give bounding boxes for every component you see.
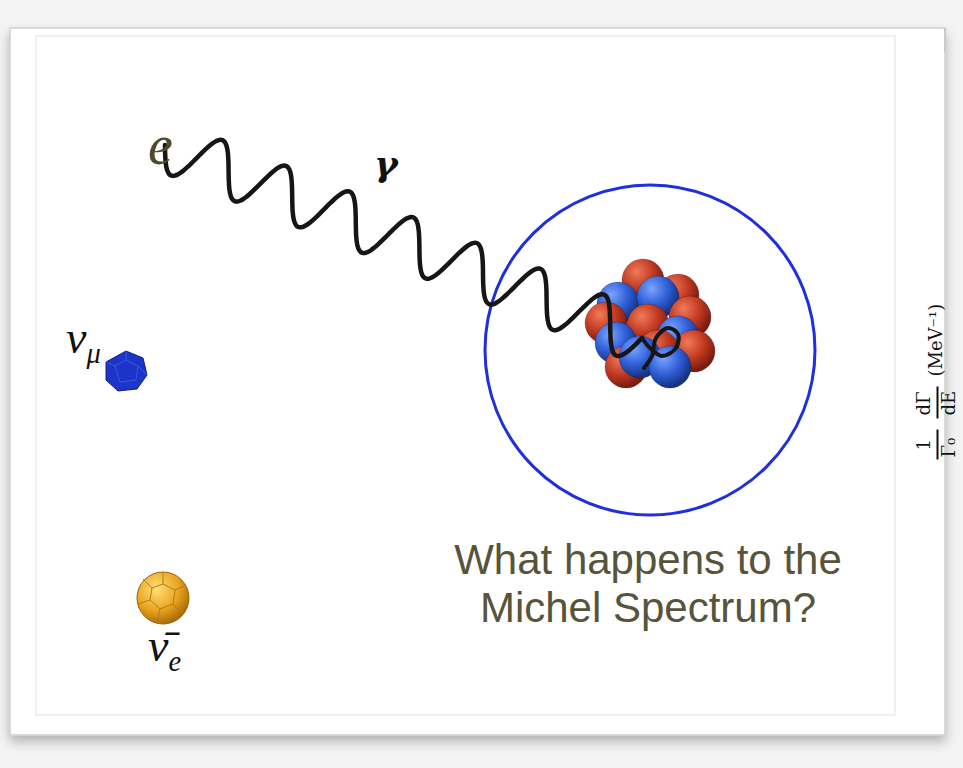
slide-inner: [36, 36, 895, 715]
polyhedron-facet: [175, 585, 186, 590]
electron-label: e: [148, 112, 173, 179]
polyhedron-facet: [138, 366, 147, 375]
axis-fraction-numerator: dΓ: [913, 391, 935, 415]
muon-neutrino-symbol: [106, 351, 147, 391]
polyhedron: [106, 351, 147, 391]
axis-fraction-denominator: Γ₀: [938, 438, 960, 458]
axis-fraction-numerator: 1: [913, 439, 935, 450]
polyhedron-facet: [106, 362, 115, 366]
antineutrino-label: ν̄e: [148, 618, 181, 673]
photon-line: [165, 140, 679, 368]
photon-wave: [165, 140, 642, 356]
axis-fraction-denominator: dE: [938, 391, 960, 416]
neutrino-label: νμ: [66, 310, 101, 365]
question-text: What happens to the Michel Spectrum?: [413, 536, 883, 633]
polyhedron-facet: [173, 604, 182, 614]
axis-title: 1Γ₀ dΓdE (MeV⁻¹): [913, 288, 961, 463]
polyhedron-facet: [115, 360, 138, 382]
polyhedron-facet: [163, 572, 164, 584]
next-slide-edge: [945, 28, 946, 52]
photon-label: γ: [374, 142, 398, 185]
nucleus: [585, 259, 715, 388]
photon-absorption-curl: [642, 328, 679, 368]
atom-circle: [485, 185, 815, 515]
slide-card: [10, 28, 945, 735]
polyhedron: [137, 572, 189, 624]
axis-unit: (MeV⁻¹): [925, 304, 947, 377]
electron-antineutrino-symbol: [137, 572, 189, 624]
polyhedron-facet: [138, 600, 150, 604]
polyhedron-facet: [150, 584, 175, 609]
polyhedron-facet: [143, 579, 152, 588]
polyhedron-facet: [126, 351, 127, 360]
